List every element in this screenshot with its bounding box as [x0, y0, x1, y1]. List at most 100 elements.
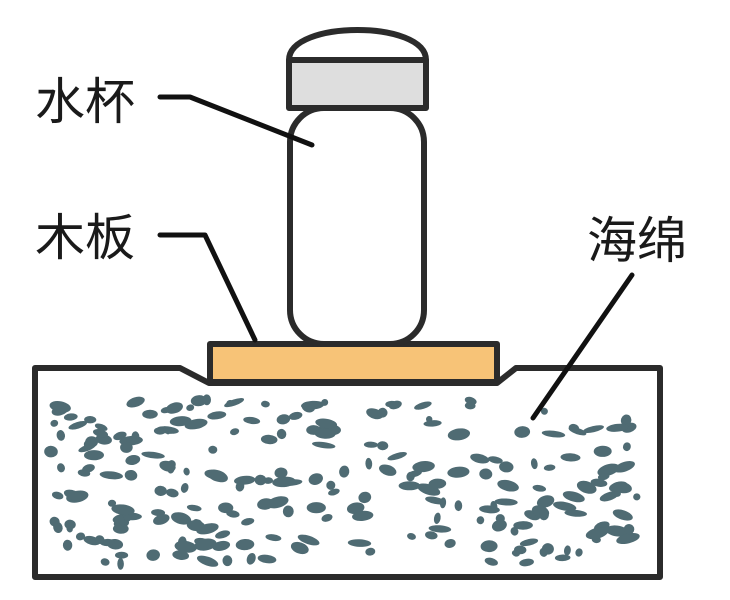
sponge-pore — [358, 491, 372, 504]
sponge-pore — [633, 493, 641, 501]
sponge-pore — [560, 453, 581, 462]
sponge — [32, 365, 663, 580]
sponge-pore — [363, 441, 379, 448]
sponge-pore — [487, 456, 503, 464]
sponge-pore — [428, 525, 452, 533]
sponge-pore — [326, 480, 336, 490]
sponge-pore — [290, 541, 309, 555]
sponge-pore — [583, 425, 604, 433]
sponge-pore — [454, 500, 463, 512]
sponge-pore — [606, 423, 629, 432]
sponge-pore — [186, 504, 202, 512]
sponge-pore — [226, 399, 234, 407]
sponge-pore — [513, 521, 533, 530]
sponge-pore — [564, 509, 587, 517]
sponge-pore — [576, 480, 597, 494]
sponge-pore — [339, 465, 350, 478]
sponge-label: 海绵 — [587, 212, 687, 270]
sponge-pore — [63, 489, 84, 501]
sponge-pore — [590, 478, 608, 487]
sponge-pore — [190, 395, 207, 407]
sponge-pore — [447, 428, 471, 441]
sponge-pore — [497, 479, 519, 492]
sponge-pore — [68, 421, 88, 430]
sponge-pore — [95, 535, 105, 544]
sponge-pore — [593, 445, 612, 457]
sponge-pore — [126, 396, 145, 408]
sponge-pore — [44, 445, 58, 458]
sponge-leader-line — [530, 272, 635, 421]
sponge-pore — [56, 430, 66, 441]
sponge-pore — [186, 404, 195, 411]
sponge-pore — [540, 407, 548, 415]
sponge-pore — [494, 498, 518, 506]
sponge-pore — [479, 468, 493, 480]
sponge-pore — [120, 441, 133, 453]
sponge-pore — [314, 428, 336, 439]
wooden-board — [207, 341, 500, 385]
sponge-pore — [514, 426, 531, 438]
sponge-pore — [480, 540, 498, 553]
sponge-pore — [57, 463, 65, 473]
sponge-pore — [407, 532, 416, 540]
sponge-pore — [389, 400, 402, 410]
sponge-pore — [543, 464, 556, 471]
sponge-pore — [257, 554, 277, 564]
sponge-pore — [519, 558, 534, 567]
sponge-pore — [428, 478, 447, 489]
sponge-pore — [265, 534, 282, 542]
sponge-pore — [172, 550, 190, 560]
sponge-pore — [51, 491, 64, 500]
sponge-pore — [541, 430, 566, 438]
sponge-pore — [84, 450, 104, 461]
sponge-pore — [491, 519, 507, 532]
sponge-pore — [272, 476, 296, 488]
sponge-pore — [597, 472, 610, 481]
sponge-pore — [605, 525, 629, 537]
sponge-pore — [165, 488, 179, 498]
sponge-pore — [246, 552, 256, 565]
sponge-pore — [315, 418, 338, 429]
sponge-pore — [297, 534, 320, 546]
sponge-pore — [464, 401, 476, 410]
sponge-pore — [511, 549, 520, 557]
sponge-pore — [347, 539, 372, 547]
sponge-pore — [261, 400, 270, 408]
sponge-pore — [288, 411, 303, 420]
sponge-pore — [180, 482, 189, 493]
sponge-pore — [212, 540, 231, 551]
sponge-pore — [235, 481, 245, 492]
sponge-pore — [100, 558, 110, 566]
sponge-pore — [78, 443, 96, 453]
sponge-pore — [146, 549, 160, 561]
cup-leader-line — [157, 94, 315, 148]
sponge-pore — [75, 532, 86, 541]
sponge-pore — [183, 467, 190, 476]
sponge-pore — [352, 510, 374, 522]
sponge-pore — [207, 469, 228, 483]
sponge-pore — [447, 466, 470, 478]
sponge-pore — [539, 547, 548, 557]
sponge-pore — [614, 461, 635, 473]
sponge-pore — [208, 445, 218, 454]
sponge-pore — [306, 502, 326, 514]
sponge-pore — [433, 512, 441, 524]
sponge-pore — [536, 495, 555, 508]
sponge-pore — [412, 461, 435, 473]
sponge-pore — [476, 516, 485, 525]
sponge-pore — [142, 409, 158, 419]
sponge-pore — [207, 411, 227, 420]
sponge-pore — [407, 470, 422, 478]
sponge-pore — [174, 540, 197, 553]
cup — [286, 27, 429, 347]
sponge-pore — [553, 501, 577, 512]
sponge-pore — [196, 555, 219, 567]
cup-lid-dome — [286, 27, 429, 63]
sponge-pore — [266, 496, 289, 509]
sponge-pore — [141, 451, 165, 459]
sponge-pores — [44, 394, 641, 570]
sponge-pore — [597, 463, 620, 477]
board-label: 木板 — [35, 209, 135, 267]
sponge-pore — [539, 509, 549, 521]
sponge-pore — [115, 551, 129, 559]
